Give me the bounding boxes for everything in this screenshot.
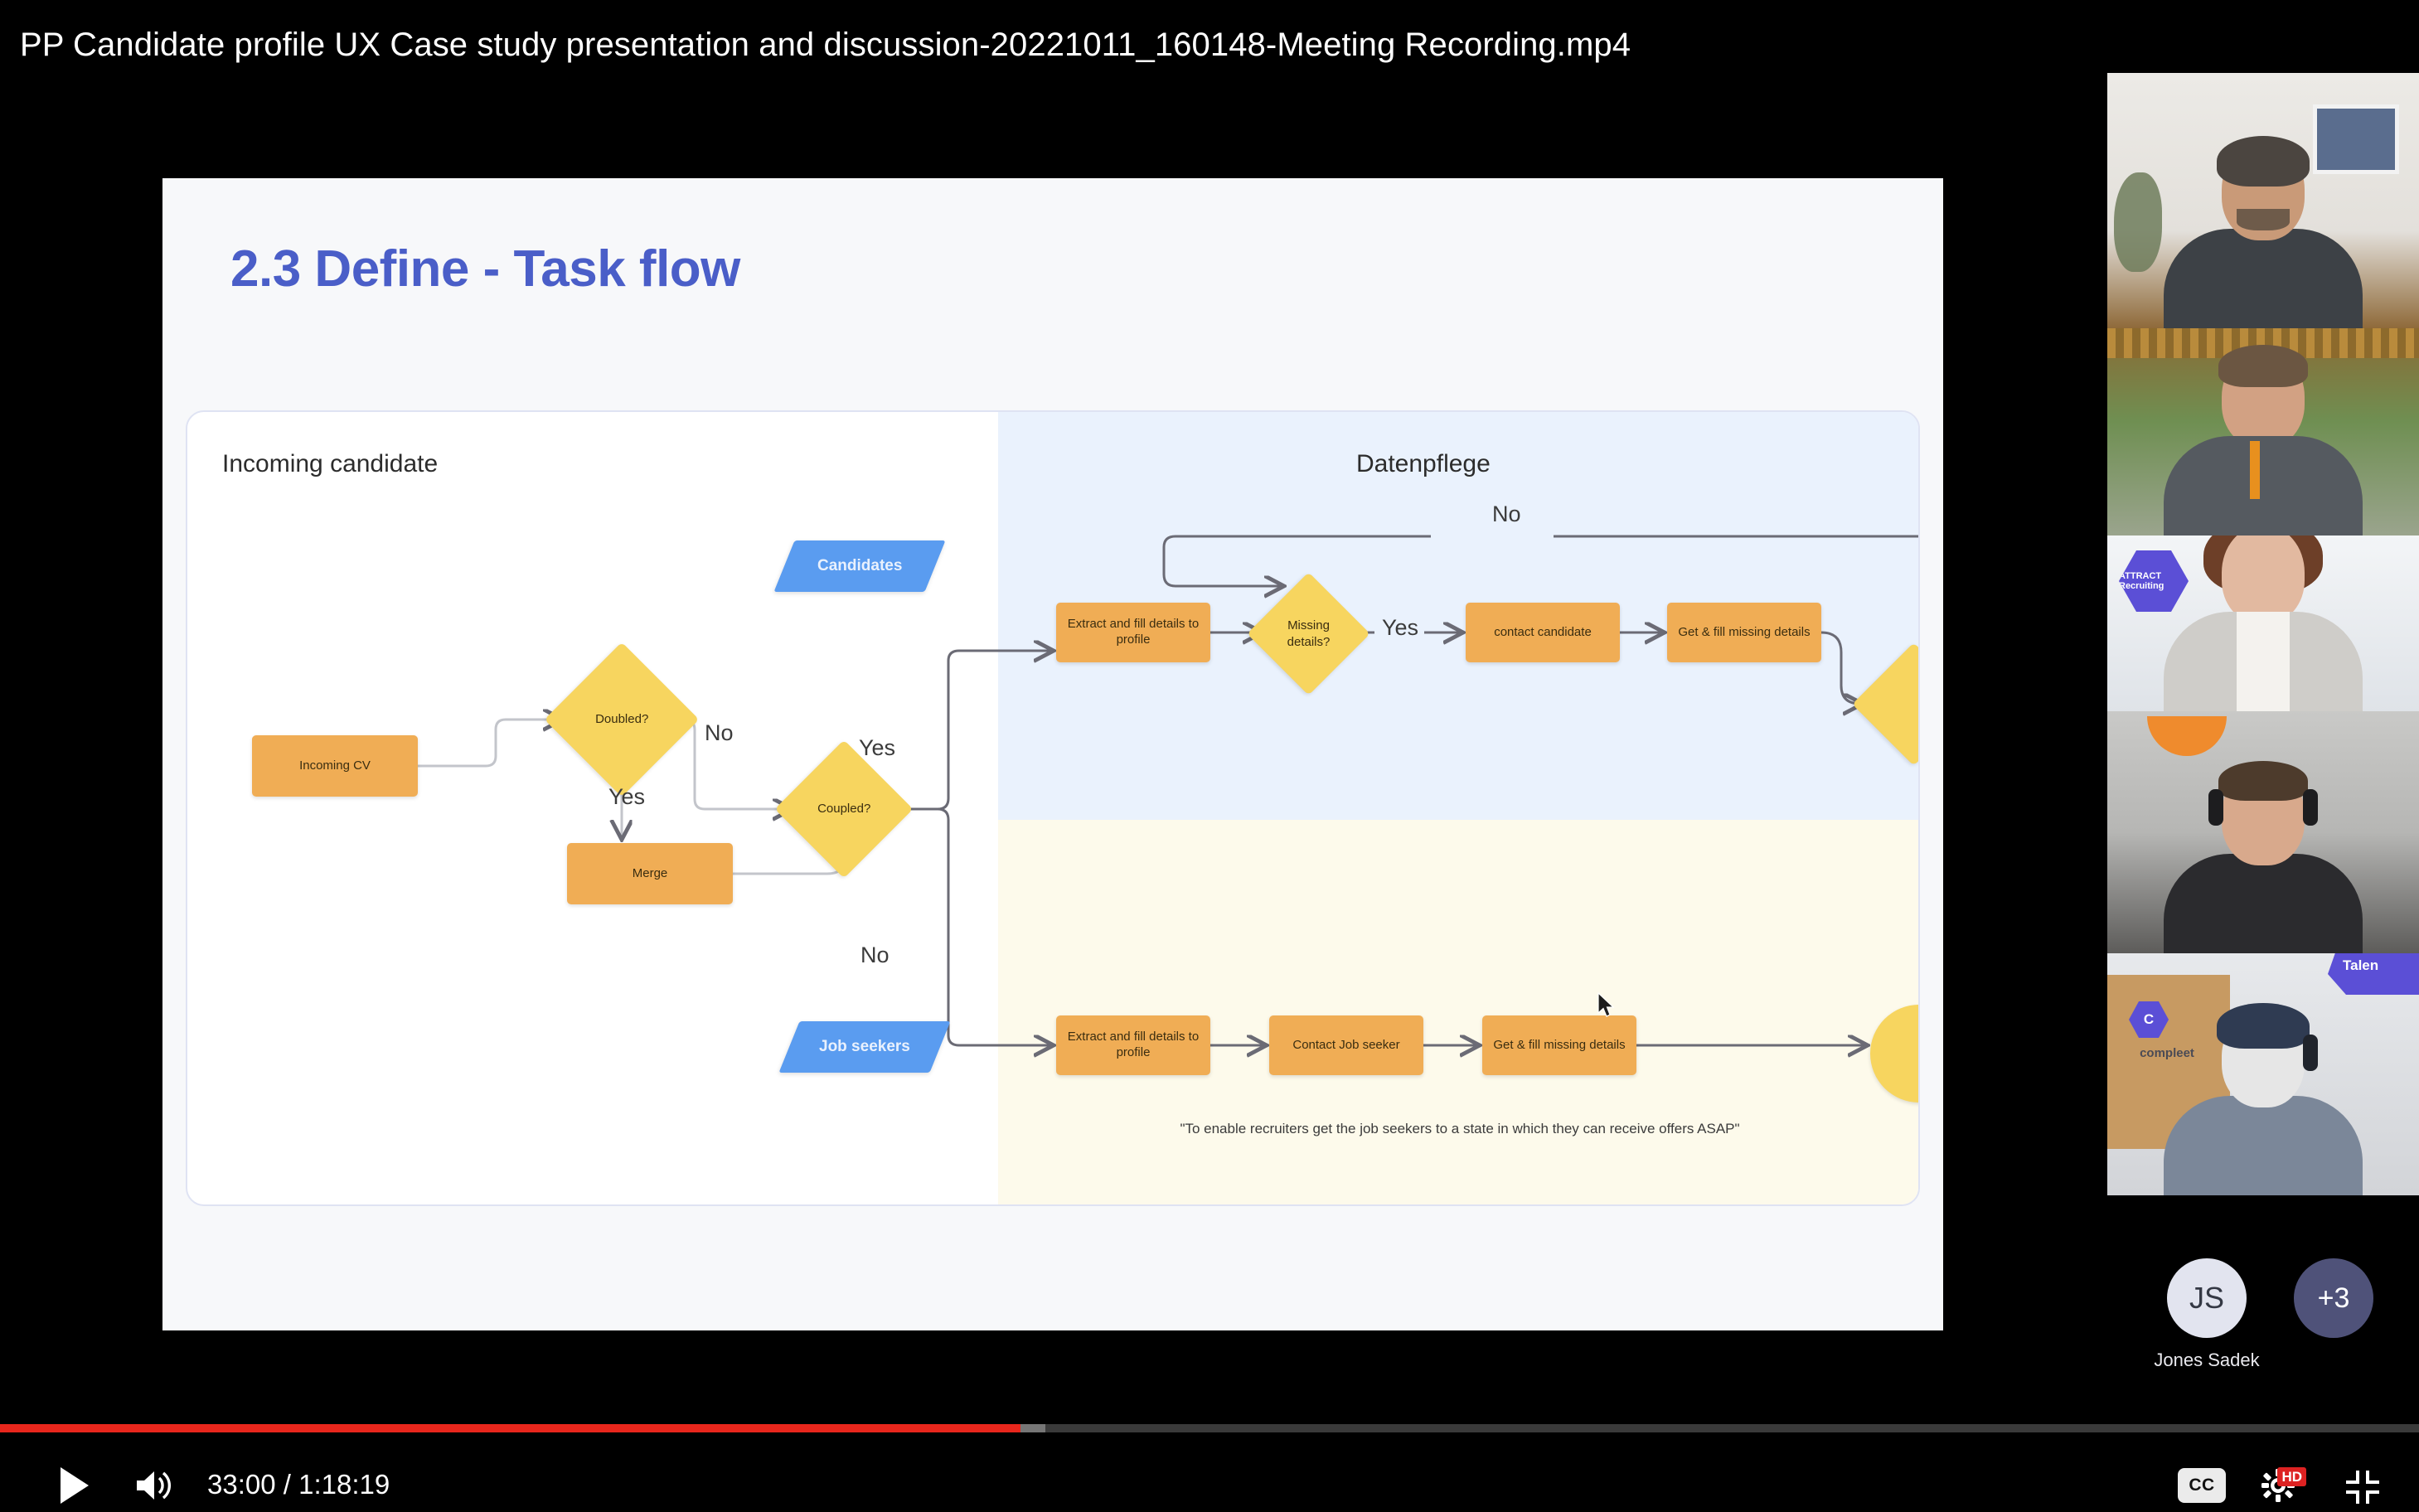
edge-label-no-loop: No [1492, 502, 1521, 526]
play-icon [61, 1467, 89, 1504]
wall-picture [2313, 104, 2399, 174]
brand-label-compleet: compleet [2140, 1046, 2194, 1060]
node-extract-fill-details-top: Extract and fill details to profile [1056, 603, 1210, 662]
brand-badge-talent: Talen [2328, 953, 2419, 995]
edge-label-yes-missing: Yes [1382, 615, 1419, 640]
lane-title-datenpflege: Datenpflege [1356, 450, 1491, 477]
edge-label-yes-doubled: Yes [608, 784, 646, 809]
node-doubled-label: Doubled? [594, 712, 649, 727]
node-get-fill-missing-details-top: Get & fill missing details [1667, 603, 1821, 662]
lane-title-incoming-candidate: Incoming candidate [222, 450, 439, 477]
participant-tile-5[interactable]: C compleet Talen [2107, 953, 2419, 1195]
volume-button[interactable] [133, 1464, 176, 1507]
presentation-slide: 2.3 Define - Task flow Incoming candidat… [162, 178, 1943, 1330]
node-contact-job-seeker: Contact Job seeker [1269, 1015, 1423, 1075]
plant [2114, 172, 2162, 272]
participant-video-rail: ATTRACT Recruiting C C compleet [2107, 73, 2419, 1370]
node-job-seekers-label: Job seekers [819, 1038, 910, 1055]
node-get-fill-missing-details-bottom: Get & fill missing details [1482, 1015, 1636, 1075]
participant-tile-3[interactable]: ATTRACT Recruiting C [2107, 536, 2419, 711]
brand-badge-compleet: C [2129, 1001, 2169, 1038]
node-coupled-label: Coupled? [817, 802, 871, 817]
mouse-cursor [1597, 992, 1615, 1017]
person-video [2164, 136, 2363, 328]
time-display: 33:00 / 1:18:19 [207, 1469, 390, 1500]
hd-badge: HD [2277, 1467, 2306, 1487]
progress-bar-played [0, 1424, 1021, 1432]
play-button[interactable] [51, 1462, 98, 1509]
avatar-jones-sadek[interactable]: JS [2167, 1258, 2247, 1338]
brand-badge-label: ATTRACT Recruiting [2119, 571, 2164, 591]
node-contact-candidate: contact candidate [1466, 603, 1620, 662]
exit-fullscreen-button[interactable] [2341, 1466, 2384, 1509]
node-job-seekers: Job seekers [778, 1021, 951, 1073]
person-video [2164, 345, 2363, 536]
person-video [2164, 761, 2363, 953]
diagram-quote: "To enable recruiters get the job seeker… [1180, 1121, 1740, 1136]
node-candidates: Candidates [773, 540, 946, 592]
edge-label-no-split: No [860, 943, 890, 967]
participant-tile-4[interactable] [2107, 711, 2419, 953]
person-video [2164, 536, 2363, 711]
task-flow-diagram: Incoming candidate Datenpflege [186, 410, 1920, 1206]
node-merge: Merge [567, 843, 733, 904]
avatar-jones-sadek-label: Jones Sadek [2154, 1350, 2260, 1370]
participant-tile-1[interactable] [2107, 73, 2419, 328]
cc-icon: CC [2178, 1468, 2226, 1503]
lane-band-jobseekers [998, 820, 1918, 1204]
progress-bar-track[interactable] [0, 1424, 2419, 1432]
slide-heading: 2.3 Define - Task flow [230, 240, 740, 298]
edge-label-no-doubled: No [705, 720, 734, 745]
person-video [2164, 1003, 2363, 1195]
volume-icon [137, 1471, 172, 1500]
closed-captions-button[interactable]: CC [2177, 1467, 2227, 1504]
participant-tile-2[interactable] [2107, 328, 2419, 536]
node-incoming-cv: Incoming CV [252, 735, 418, 797]
video-control-bar: 33:00 / 1:18:19 CC HD [0, 1414, 2419, 1512]
node-extract-fill-details-bottom: Extract and fill details to profile [1056, 1015, 1210, 1075]
node-missing-details-label: Missing details? [1287, 618, 1331, 649]
exit-fullscreen-icon [2346, 1471, 2379, 1504]
quality-settings-button[interactable]: HD [2252, 1464, 2306, 1507]
participant-avatars: JS Jones Sadek +3 [2107, 1258, 2419, 1391]
edge-label-yes-split: Yes [859, 735, 896, 760]
flow-connectors [418, 535, 1918, 1206]
video-title: PP Candidate profile UX Case study prese… [20, 27, 1631, 63]
avatar-overflow-count[interactable]: +3 [2294, 1258, 2373, 1338]
node-candidates-label: Candidates [817, 557, 903, 574]
